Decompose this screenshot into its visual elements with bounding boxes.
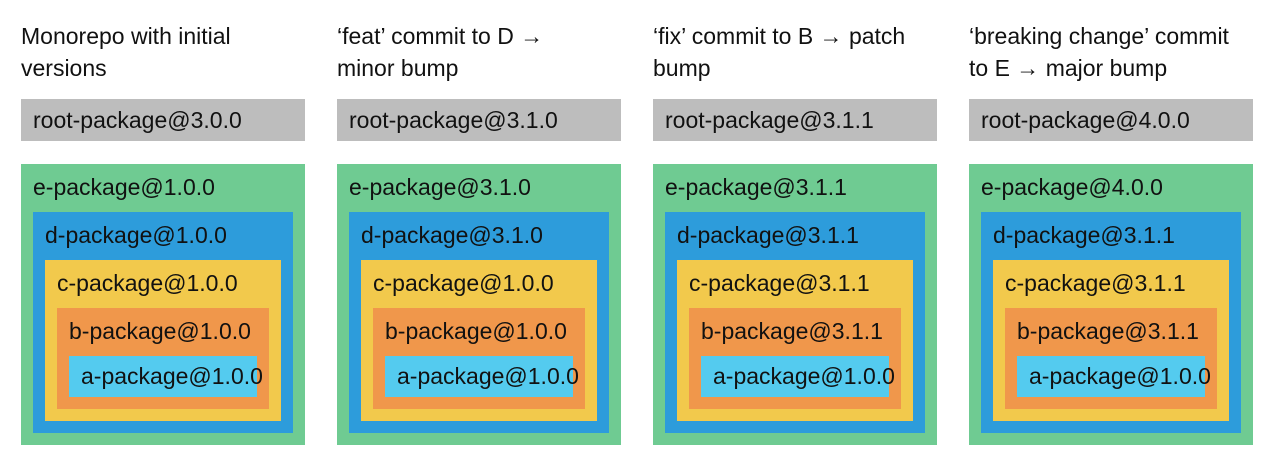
a-package-label: a-package@1.0.0 xyxy=(713,363,895,389)
column-title-line: bump xyxy=(653,55,711,81)
e-package-box: e-package@3.1.1 d-package@3.1.1 c-packag… xyxy=(653,164,937,445)
versioning-diagram: Monorepo with initial versions root-pack… xyxy=(21,20,1253,445)
b-package-box: b-package@1.0.0 a-package@1.0.0 xyxy=(373,308,585,409)
d-package-box: d-package@3.1.1 c-package@3.1.1 b-packag… xyxy=(665,212,925,433)
root-package-box: root-package@3.1.0 xyxy=(337,99,621,141)
c-package-box: c-package@3.1.1 b-package@3.1.1 a-packag… xyxy=(993,260,1229,421)
column-title: Monorepo with initial versions xyxy=(21,20,305,84)
b-package-box: b-package@3.1.1 a-package@1.0.0 xyxy=(689,308,901,409)
a-package-box: a-package@1.0.0 xyxy=(385,356,579,397)
d-package-label: d-package@3.1.1 xyxy=(677,222,859,248)
b-package-box: b-package@3.1.1 a-package@1.0.0 xyxy=(1005,308,1217,409)
b-package-label: b-package@3.1.1 xyxy=(1017,318,1199,344)
b-package-box: b-package@1.0.0 a-package@1.0.0 xyxy=(57,308,269,409)
column-title-line: ‘breaking change’ commit xyxy=(969,23,1229,49)
e-package-label: e-package@3.1.1 xyxy=(665,174,847,200)
e-package-box: e-package@3.1.0 d-package@3.1.0 c-packag… xyxy=(337,164,621,445)
b-package-label: b-package@3.1.1 xyxy=(701,318,883,344)
a-package-box: a-package@1.0.0 xyxy=(701,356,895,397)
column-title-line: versions xyxy=(21,55,107,81)
d-package-box: d-package@3.1.1 c-package@3.1.1 b-packag… xyxy=(981,212,1241,433)
root-package-box: root-package@4.0.0 xyxy=(969,99,1253,141)
column-title: ‘fix’ commit to B → patch bump xyxy=(653,20,937,84)
e-package-label: e-package@1.0.0 xyxy=(33,174,215,200)
e-package-label: e-package@4.0.0 xyxy=(981,174,1163,200)
a-package-box: a-package@1.0.0 xyxy=(1017,356,1211,397)
column-title: ‘feat’ commit to D → minor bump xyxy=(337,20,621,84)
c-package-box: c-package@1.0.0 b-package@1.0.0 a-packag… xyxy=(361,260,597,421)
column-fix-commit: ‘fix’ commit to B → patch bump root-pack… xyxy=(653,20,937,445)
root-package-box: root-package@3.1.1 xyxy=(653,99,937,141)
column-feat-commit: ‘feat’ commit to D → minor bump root-pac… xyxy=(337,20,621,445)
d-package-label: d-package@3.1.1 xyxy=(993,222,1175,248)
d-package-box: d-package@1.0.0 c-package@1.0.0 b-packag… xyxy=(33,212,293,433)
a-package-label: a-package@1.0.0 xyxy=(81,363,263,389)
b-package-label: b-package@1.0.0 xyxy=(385,318,567,344)
c-package-label: c-package@1.0.0 xyxy=(373,270,554,296)
column-breaking-change-commit: ‘breaking change’ commit to E → major bu… xyxy=(969,20,1253,445)
b-package-label: b-package@1.0.0 xyxy=(69,318,251,344)
root-package-box: root-package@3.0.0 xyxy=(21,99,305,141)
a-package-label: a-package@1.0.0 xyxy=(1029,363,1211,389)
d-package-label: d-package@1.0.0 xyxy=(45,222,227,248)
column-initial-versions: Monorepo with initial versions root-pack… xyxy=(21,20,305,445)
e-package-box: e-package@1.0.0 d-package@1.0.0 c-packag… xyxy=(21,164,305,445)
column-title-line: ‘feat’ commit to D → xyxy=(337,23,544,49)
column-title-line: Monorepo with initial xyxy=(21,23,231,49)
c-package-label: c-package@3.1.1 xyxy=(1005,270,1186,296)
column-title-line: to E → major bump xyxy=(969,55,1168,81)
a-package-box: a-package@1.0.0 xyxy=(69,356,263,397)
c-package-box: c-package@3.1.1 b-package@3.1.1 a-packag… xyxy=(677,260,913,421)
c-package-label: c-package@1.0.0 xyxy=(57,270,238,296)
e-package-box: e-package@4.0.0 d-package@3.1.1 c-packag… xyxy=(969,164,1253,445)
a-package-label: a-package@1.0.0 xyxy=(397,363,579,389)
d-package-label: d-package@3.1.0 xyxy=(361,222,543,248)
column-title-line: ‘fix’ commit to B → patch xyxy=(653,23,906,49)
c-package-box: c-package@1.0.0 b-package@1.0.0 a-packag… xyxy=(45,260,281,421)
d-package-box: d-package@3.1.0 c-package@1.0.0 b-packag… xyxy=(349,212,609,433)
column-title: ‘breaking change’ commit to E → major bu… xyxy=(969,20,1253,84)
c-package-label: c-package@3.1.1 xyxy=(689,270,870,296)
e-package-label: e-package@3.1.0 xyxy=(349,174,531,200)
column-title-line: minor bump xyxy=(337,55,459,81)
